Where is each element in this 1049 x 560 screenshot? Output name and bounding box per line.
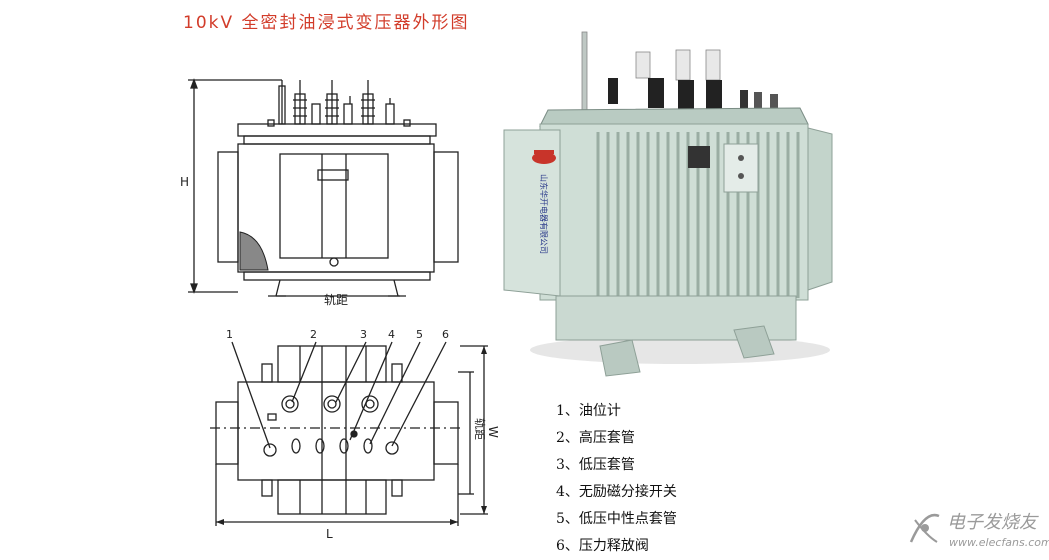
callout-6: 6 (442, 328, 449, 341)
front-gauge-label: 轨距 (324, 293, 348, 307)
width-label: W (486, 426, 500, 438)
height-label: H (180, 175, 189, 189)
legend-item: 5、低压中性点套管 (556, 511, 677, 527)
legend-item: 1、油位计 (556, 403, 621, 419)
company-plate: 山东华开电器有限公司 (539, 174, 549, 254)
legend-item: 4、无励磁分接开关 (556, 484, 677, 500)
length-label: L (326, 527, 333, 541)
callout-1: 1 (226, 328, 233, 341)
watermark-logo-icon (909, 513, 940, 543)
diagram-title: 10kV 全密封油浸式变压器外形图 (183, 13, 470, 33)
watermark-url: www.elecfans.com (949, 536, 1049, 549)
callout-4: 4 (388, 328, 395, 341)
photo-bushings (581, 31, 778, 113)
watermark-name: 电子发烧友 (947, 512, 1037, 533)
legend-item: 2、高压套管 (556, 430, 635, 446)
component-legend: 1、油位计 2、高压套管 3、低压套管 4、无励磁分接开关 5、低压中性点套管 … (556, 398, 677, 560)
legend-item: 6、压力释放阀 (556, 538, 649, 554)
callout-2: 2 (310, 328, 317, 341)
company-logo (532, 150, 556, 164)
legend-item: 3、低压套管 (556, 457, 635, 473)
top-gauge-label: 轨距 (473, 418, 487, 440)
callout-3: 3 (360, 328, 367, 341)
callout-5: 5 (416, 328, 423, 341)
watermark: 电子发烧友 www.elecfans.com (905, 506, 1049, 556)
